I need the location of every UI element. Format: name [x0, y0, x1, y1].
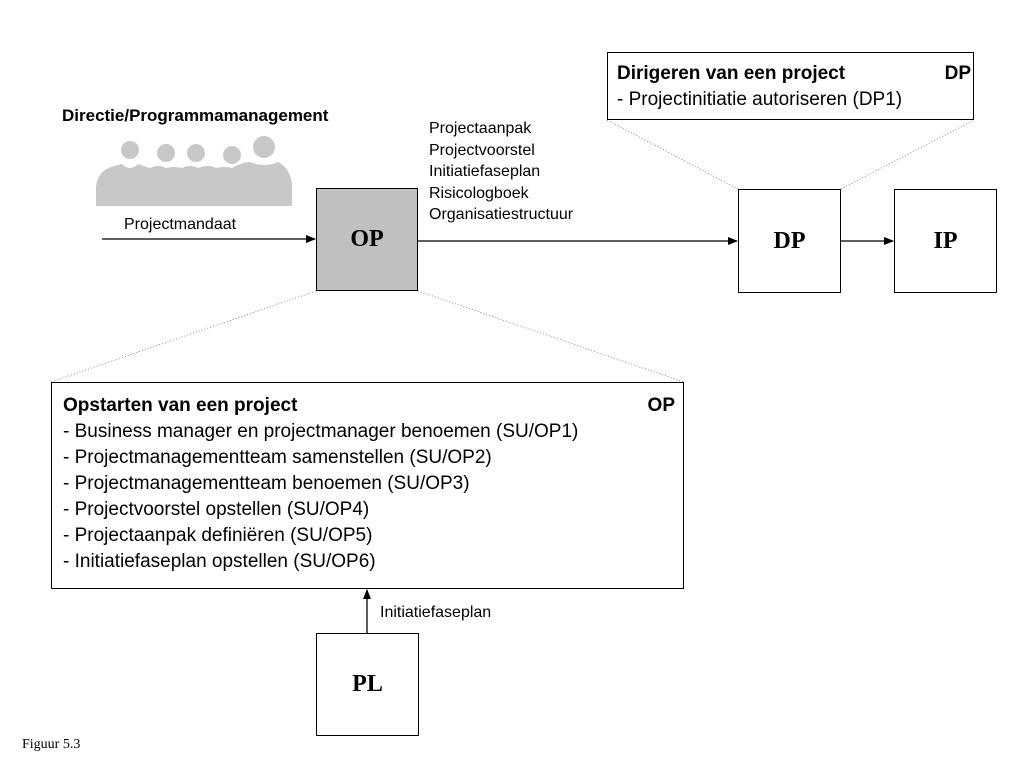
output-item: Organisatiestructuur: [429, 206, 574, 223]
ip-box-label: IP: [933, 227, 958, 254]
dp-process-box: DP: [738, 189, 841, 293]
dp-zoom-line-right: [840, 119, 975, 190]
dp-zoom-line-left: [606, 119, 739, 190]
op-process-box: OP: [316, 188, 418, 291]
op-zoom-line-left: [50, 290, 317, 383]
op-detail-item: - Initiatiefaseplan opstellen (SU/OP6): [63, 551, 376, 572]
dp-detail-item: - Projectinitiatie autoriseren (DP1): [617, 89, 903, 110]
dp-box-label: DP: [773, 227, 806, 254]
op-zoom-line-right: [417, 290, 685, 383]
op-output-list: Projectaanpak Projectvoorstel Initiatief…: [429, 118, 573, 226]
people-group-icon: [96, 136, 292, 206]
op-detail-box: Opstarten van een project OP - Business …: [51, 382, 684, 589]
output-item: Initiatiefaseplan: [429, 163, 541, 180]
projectmandaat-label: Projectmandaat: [124, 216, 237, 233]
figure-caption: Figuur 5.3: [22, 737, 81, 752]
op-detail-item: - Projectmanagementteam samenstellen (SU…: [63, 447, 492, 468]
dp-detail-title: Dirigeren van een project: [617, 63, 846, 84]
pl-box-label: PL: [352, 671, 383, 697]
dp-detail-code: DP: [944, 63, 971, 84]
stakeholder-heading: Directie/Programmamanagement: [62, 106, 329, 125]
ip-process-box: IP: [894, 189, 997, 293]
op-detail-title: Opstarten van een project: [63, 395, 298, 416]
pl-process-box: PL: [316, 633, 419, 736]
initiatiefaseplan-label: Initiatiefaseplan: [380, 604, 492, 621]
op-box-label: OP: [350, 226, 384, 252]
dp-detail-box: Dirigeren van een project DP - Projectin…: [607, 52, 974, 120]
op-detail-code: OP: [647, 395, 675, 416]
op-detail-item: - Business manager en projectmanager ben…: [63, 421, 579, 442]
op-detail-item: - Projectaanpak definiëren (SU/OP5): [63, 525, 373, 546]
output-item: Projectaanpak: [429, 120, 532, 137]
output-item: Risicologboek: [429, 184, 529, 202]
op-detail-item: - Projectvoorstel opstellen (SU/OP4): [63, 499, 370, 520]
op-detail-item: - Projectmanagementteam benoemen (SU/OP3…: [63, 473, 470, 494]
output-item: Projectvoorstel: [429, 141, 535, 159]
